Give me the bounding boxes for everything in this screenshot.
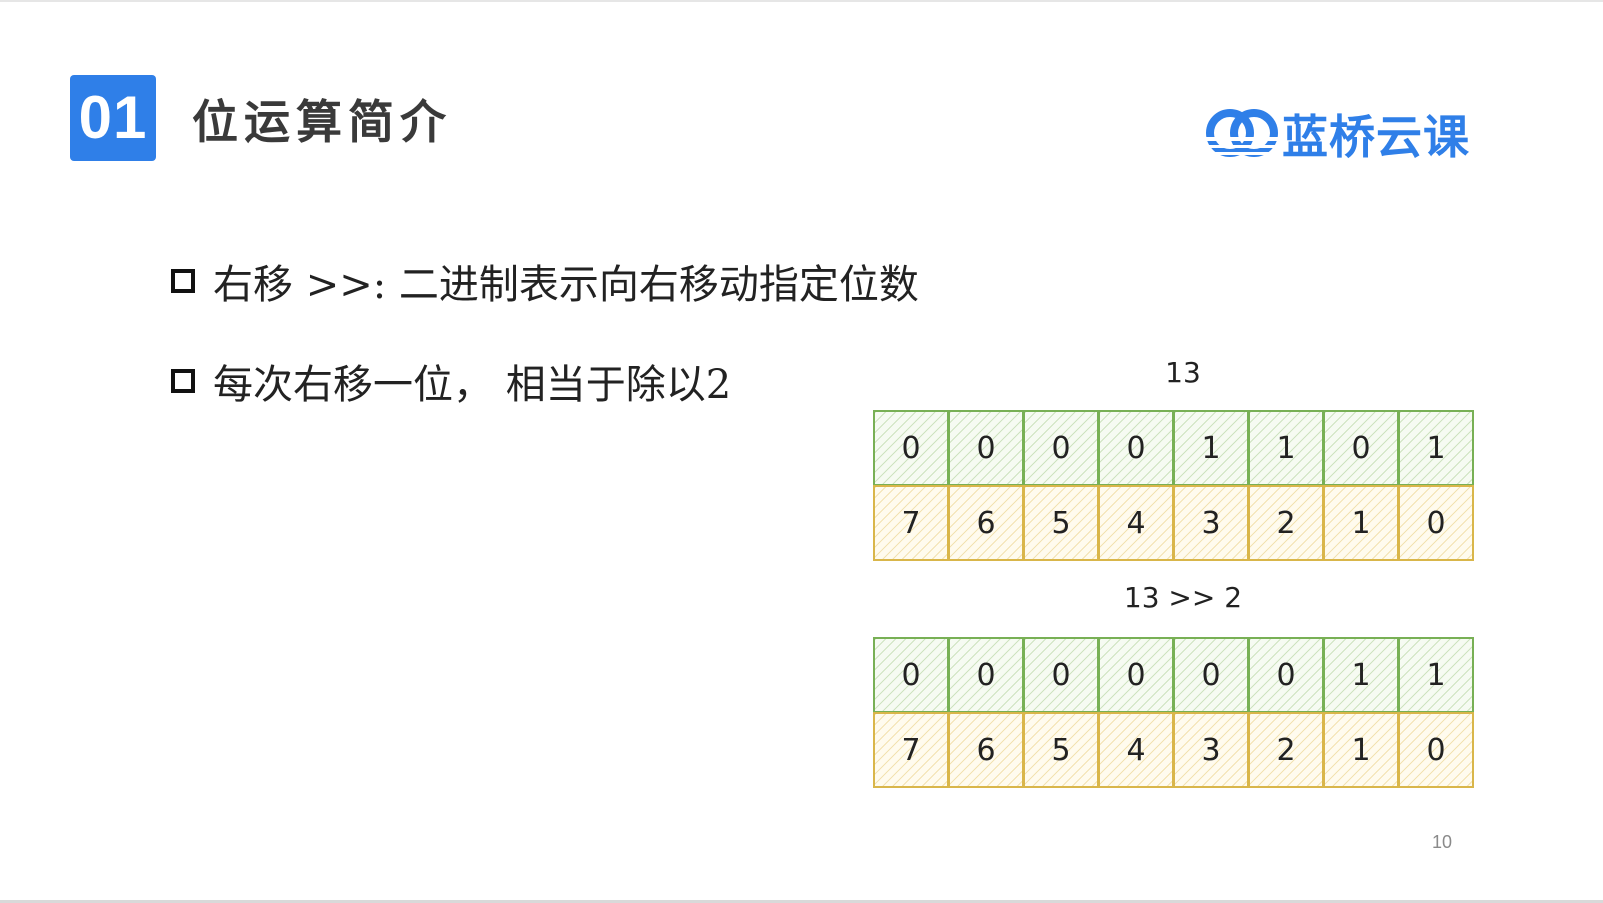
index-row: 7 6 5 4 3 2 1 0 — [873, 485, 1474, 561]
grid-caption-before: 13 — [1165, 356, 1201, 389]
brand-name: 蓝桥云课 — [1282, 110, 1470, 164]
section-title: 位运算简介 — [192, 95, 452, 149]
bullet-text: 右移 >>: 二进制表示向右移动指定位数 — [213, 262, 919, 308]
bullet-text: 每次右移一位， 相当于除以2 — [213, 362, 732, 408]
index-cell: 7 — [873, 712, 949, 788]
bit-cell: 0 — [1023, 637, 1099, 713]
bit-row: 0 0 0 0 0 0 1 1 — [873, 637, 1474, 713]
index-cell: 6 — [948, 712, 1024, 788]
index-cell: 2 — [1248, 485, 1324, 561]
bit-cell: 0 — [1173, 637, 1249, 713]
index-cell: 0 — [1398, 712, 1474, 788]
index-cell: 1 — [1323, 485, 1399, 561]
bullet-item: 右移 >>: 二进制表示向右移动指定位数 — [171, 252, 919, 310]
bottom-divider — [0, 900, 1603, 903]
top-divider — [0, 0, 1603, 2]
index-cell: 5 — [1023, 485, 1099, 561]
bit-cell: 0 — [1098, 410, 1174, 486]
bit-row: 0 0 0 0 1 1 0 1 — [873, 410, 1474, 486]
bit-cell: 0 — [1248, 637, 1324, 713]
index-cell: 3 — [1173, 712, 1249, 788]
index-cell: 7 — [873, 485, 949, 561]
bit-grid-before: 0 0 0 0 1 1 0 1 7 6 5 4 3 2 1 0 — [873, 410, 1474, 561]
bit-cell: 1 — [1398, 410, 1474, 486]
checkbox-bullet-icon — [171, 369, 195, 393]
index-row: 7 6 5 4 3 2 1 0 — [873, 712, 1474, 788]
index-cell: 5 — [1023, 712, 1099, 788]
bit-cell: 1 — [1173, 410, 1249, 486]
bit-cell: 0 — [948, 637, 1024, 713]
checkbox-bullet-icon — [171, 269, 195, 293]
bit-cell: 0 — [1023, 410, 1099, 486]
index-cell: 4 — [1098, 485, 1174, 561]
index-cell: 0 — [1398, 485, 1474, 561]
grid-caption-after: 13 >> 2 — [1123, 581, 1243, 614]
bit-cell: 0 — [1323, 410, 1399, 486]
bit-grid-after: 0 0 0 0 0 0 1 1 7 6 5 4 3 2 1 0 — [873, 637, 1474, 788]
bit-cell: 0 — [948, 410, 1024, 486]
bit-cell: 0 — [873, 637, 949, 713]
bit-cell: 0 — [1098, 637, 1174, 713]
bullet-item: 每次右移一位， 相当于除以2 — [171, 352, 731, 410]
brand-wave-icon — [1206, 109, 1280, 157]
index-cell: 6 — [948, 485, 1024, 561]
page-number: 10 — [1432, 832, 1453, 852]
index-cell: 3 — [1173, 485, 1249, 561]
index-cell: 1 — [1323, 712, 1399, 788]
index-cell: 2 — [1248, 712, 1324, 788]
brand-logo: 蓝桥云课 — [1206, 106, 1470, 164]
bit-cell: 1 — [1248, 410, 1324, 486]
bit-cell: 1 — [1398, 637, 1474, 713]
index-cell: 4 — [1098, 712, 1174, 788]
section-number-badge: 01 — [70, 75, 156, 161]
bit-cell: 0 — [873, 410, 949, 486]
bit-cell: 1 — [1323, 637, 1399, 713]
